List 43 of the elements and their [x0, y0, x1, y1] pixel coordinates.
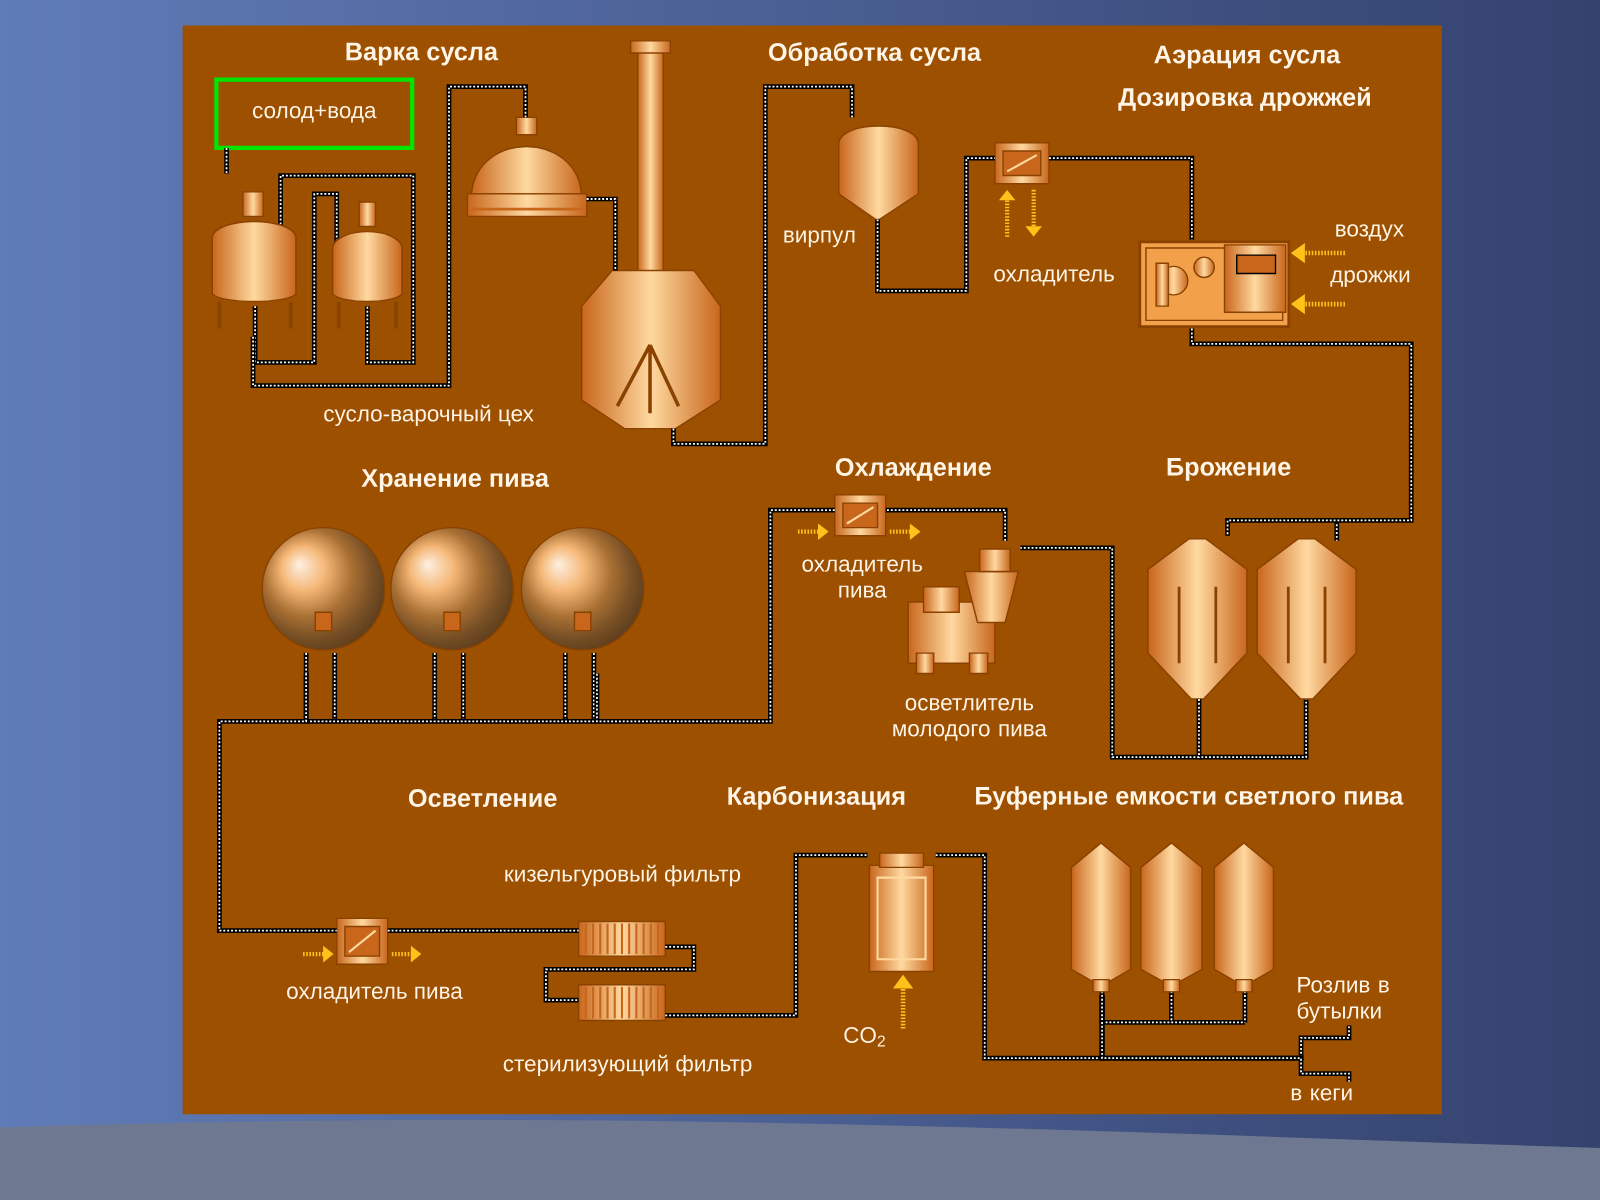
section-heading: Дозировка дрожжей — [1118, 86, 1370, 111]
pipe — [1189, 327, 1414, 537]
pipe — [1019, 545, 1202, 760]
storage-tank-drawing — [261, 526, 645, 724]
pipe — [585, 196, 618, 272]
pipe — [224, 147, 229, 175]
section-heading: Карбонизация — [728, 786, 905, 810]
buffer-tank-drawing — [1070, 841, 1275, 1025]
equipment-label: охладитель пива — [287, 986, 463, 1004]
pipe — [664, 852, 869, 1018]
pipe — [543, 944, 697, 1003]
pipe — [250, 84, 528, 389]
pipe — [671, 84, 855, 447]
section-heading: Буферные емкости светлого пива — [976, 786, 1404, 810]
section-heading: Хранение пива — [361, 469, 550, 492]
equipment-label: сусло-варочный цех — [324, 404, 534, 426]
pipe — [884, 507, 1008, 542]
pipe — [594, 507, 836, 724]
pipe — [217, 672, 338, 933]
equipment-label: стерилизующий фильтр — [503, 1054, 752, 1077]
section-heading: Охлаждение — [835, 458, 991, 481]
section-heading: Аэрация сусла — [1154, 45, 1341, 69]
section-heading: Брожение — [1167, 458, 1291, 481]
input-label: солод+вода — [214, 77, 415, 151]
section-heading: Осветление — [409, 789, 557, 807]
lauter-tun-drawing — [466, 116, 588, 218]
outlet-label: в кеги — [1291, 1088, 1352, 1101]
equipment-label: охладитель — [994, 269, 1114, 286]
equipment-label: вирпул — [784, 230, 855, 248]
pipe — [386, 928, 580, 933]
equipment-label: охладитель пива — [802, 559, 923, 598]
equipment-label: кизельгуровый фильтр — [505, 864, 741, 887]
pipe — [875, 155, 996, 294]
equipment-label: осветлитель молодого пива — [893, 698, 1047, 741]
edge-label: воздух — [1331, 220, 1408, 245]
section-heading: Обработка сусла — [769, 42, 982, 66]
brew-kettle-drawing — [580, 40, 722, 430]
pipe — [1048, 155, 1195, 241]
aeration-unit-drawing — [1138, 240, 1291, 328]
carbonator-drawing — [868, 852, 935, 973]
pipe — [1099, 994, 1352, 1083]
outlet-label: Розлив в бутылки — [1297, 976, 1389, 1024]
section-heading: Варка сусла — [346, 42, 499, 66]
